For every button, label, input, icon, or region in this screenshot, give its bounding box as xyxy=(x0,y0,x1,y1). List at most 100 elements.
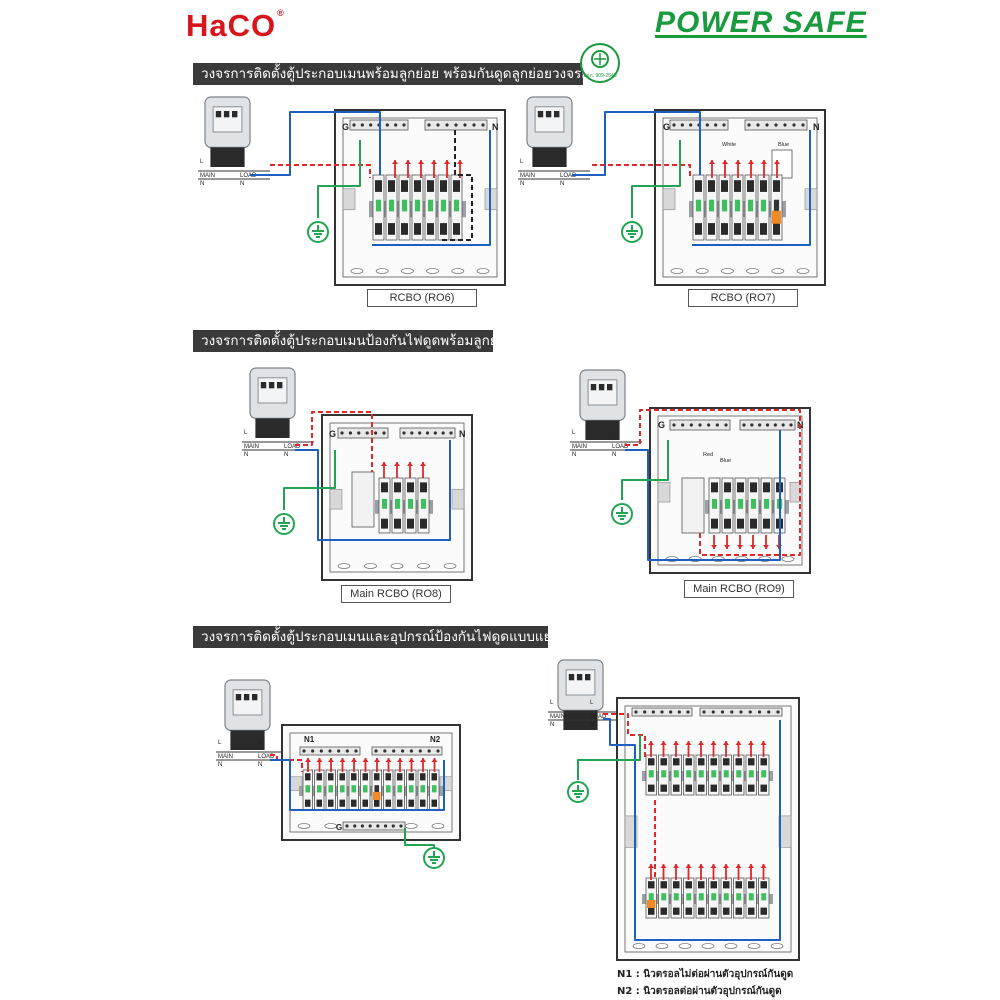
breakers-ro7-terminal-bottom xyxy=(773,223,780,235)
breakers-split-left-handle xyxy=(397,785,403,793)
meter-split-left-digit xyxy=(243,694,250,701)
arrows-split-left-head xyxy=(351,758,357,762)
arrows-split-right-top-head xyxy=(698,741,704,745)
arrows-ro9-head xyxy=(724,545,730,549)
busbar-top2-right-screw xyxy=(730,710,734,714)
breakers-split-left-terminal-top xyxy=(397,773,403,781)
busbar-n-ro9-screw xyxy=(750,423,754,427)
busbar-top2-right-screw xyxy=(739,710,743,714)
caption-ro6: RCBO (RO6) xyxy=(367,289,477,307)
busbar-g-ro9 xyxy=(669,419,731,431)
breakers-ro7-handle xyxy=(773,199,780,212)
breakers-split-left-terminal-bottom xyxy=(328,799,334,807)
arrows-split-left-head xyxy=(305,758,311,762)
busbar-g-left-screw xyxy=(376,824,380,828)
enclosure-split-right-knockout xyxy=(701,943,715,949)
breakers-ro9-terminal-bottom xyxy=(711,518,718,529)
busbar-n-ro6 xyxy=(424,119,488,131)
meter-split-left-digit xyxy=(235,694,242,701)
label-n-ro6: N xyxy=(492,122,499,132)
label-white-ro7: White xyxy=(722,142,736,148)
breakers-split-right-top-terminal-bottom xyxy=(698,784,705,792)
busbar-n-ro8-screw xyxy=(402,431,406,435)
arrows-ro6-head xyxy=(444,160,450,164)
meter-split-left-base xyxy=(230,730,265,750)
enclosure-ro7-knockout xyxy=(771,268,785,274)
busbar-g-ro7-screw xyxy=(689,123,693,127)
busbar-n-ro8 xyxy=(399,427,456,439)
enclosure-split-left-knockout xyxy=(324,823,338,829)
meter-ro7-digit xyxy=(554,111,560,118)
breakers-split-right-bottom-handle xyxy=(723,893,729,901)
breakers-ro9-handle xyxy=(737,498,744,509)
breakers-split-left-terminal-bottom xyxy=(305,799,311,807)
breakers-split-right-top-terminal-bottom xyxy=(685,784,692,792)
arrows-split-right-top-head xyxy=(710,741,717,745)
breakers-split-left-handle xyxy=(328,785,334,793)
breakers-ro9-terminal-bottom xyxy=(763,518,770,529)
enclosure-split-right-knockout xyxy=(724,943,738,949)
busbar-n-ro6-screw xyxy=(445,123,449,127)
busbar-g-ro7-screw xyxy=(680,123,684,127)
breakers-split-left-terminal-top xyxy=(385,773,391,781)
arrows-split-left-head xyxy=(397,758,403,762)
note-n2: N2 : นิวตรอลต่อผ่านตัวอุปกรณ์กันดูด xyxy=(617,986,782,997)
busbar-g-ro9-screw xyxy=(715,423,719,427)
busbar-n2-left-screw xyxy=(400,749,405,753)
breakers-ro7-handle xyxy=(695,199,702,212)
breakers-ro6-terminal-bottom xyxy=(453,223,460,235)
meter-ro7-label-l: L xyxy=(520,159,524,165)
breakers-ro7-terminal-top xyxy=(708,180,715,192)
meter-ro8-label-l: L xyxy=(244,430,248,436)
wire-green-ro8 xyxy=(283,450,336,510)
arrows-ro6-head xyxy=(431,160,437,164)
meter-ro8-label-main: MAIN xyxy=(244,444,259,450)
breakers-ro8-handle xyxy=(394,498,401,509)
meter-ro6-digit xyxy=(232,111,238,118)
meter-split-left-display xyxy=(232,689,263,716)
enclosure-split-right-knockout xyxy=(678,943,692,949)
busbar-top2-right-screw xyxy=(702,710,706,714)
busbar-n-ro9 xyxy=(739,419,796,431)
breakers-ro8-terminal-bottom xyxy=(407,518,414,529)
breakers-split-right-top-terminal-top xyxy=(648,758,655,766)
meter-ro6-label-main: MAIN xyxy=(200,173,215,179)
breakers-split-right-top-terminal-top xyxy=(760,758,767,766)
meter-ro6-base xyxy=(210,147,245,167)
arrows-ro7-head xyxy=(774,160,780,164)
busbar-g-ro6-screw xyxy=(360,123,364,127)
busbar-g-ro6-screw xyxy=(402,123,406,127)
busbar-n-ro7-screw xyxy=(774,123,778,127)
busbar-g-ro7-screw xyxy=(714,123,718,127)
arrows-split-left-head xyxy=(374,758,380,762)
breakers-ro6-handle xyxy=(440,199,447,212)
ground-icon-ro6 xyxy=(307,221,329,243)
breakers-ro9-handle xyxy=(750,498,757,509)
busbar-n-ro9-screw xyxy=(789,423,793,427)
breakers-split-right-top-terminal-top xyxy=(698,758,705,766)
meter-split-left-label-l: L xyxy=(218,740,222,746)
busbar-n-ro8-screw xyxy=(433,431,437,435)
busbar-n-ro7-screw xyxy=(801,123,805,127)
breakers-ro6-handle xyxy=(414,199,421,212)
breakers-ro9-handle xyxy=(724,498,731,509)
busbar-top1-right-screw xyxy=(660,710,664,714)
breakers-ro6 xyxy=(369,174,466,241)
busbar-n2-left-screw xyxy=(392,749,396,753)
breakers-ro6-terminal-bottom xyxy=(440,223,447,235)
busbar-top2-right-screw xyxy=(720,710,725,714)
breakers-split-right-bottom-handle xyxy=(686,893,692,901)
breakers-split-right-top-terminal-bottom xyxy=(760,784,767,792)
label-n1-left: N1 xyxy=(304,735,315,744)
breakers-split-right-top-terminal-bottom xyxy=(735,784,742,792)
meter-ro7-label-n2: N xyxy=(560,181,564,187)
busbar-g-left-screw xyxy=(353,824,357,828)
breakers-ro8 xyxy=(375,477,433,534)
caption-ro9: Main RCBO (RO9) xyxy=(684,580,794,598)
meter-ro8 xyxy=(249,367,296,438)
enclosure-ro7-knockout xyxy=(721,268,734,274)
busbar-n-ro9-screw xyxy=(758,423,762,427)
enclosure-split-left-knockout xyxy=(431,823,445,829)
meter-ro7-label-load: LOAD xyxy=(560,173,577,179)
enclosure-ro7-knockout xyxy=(670,268,684,274)
